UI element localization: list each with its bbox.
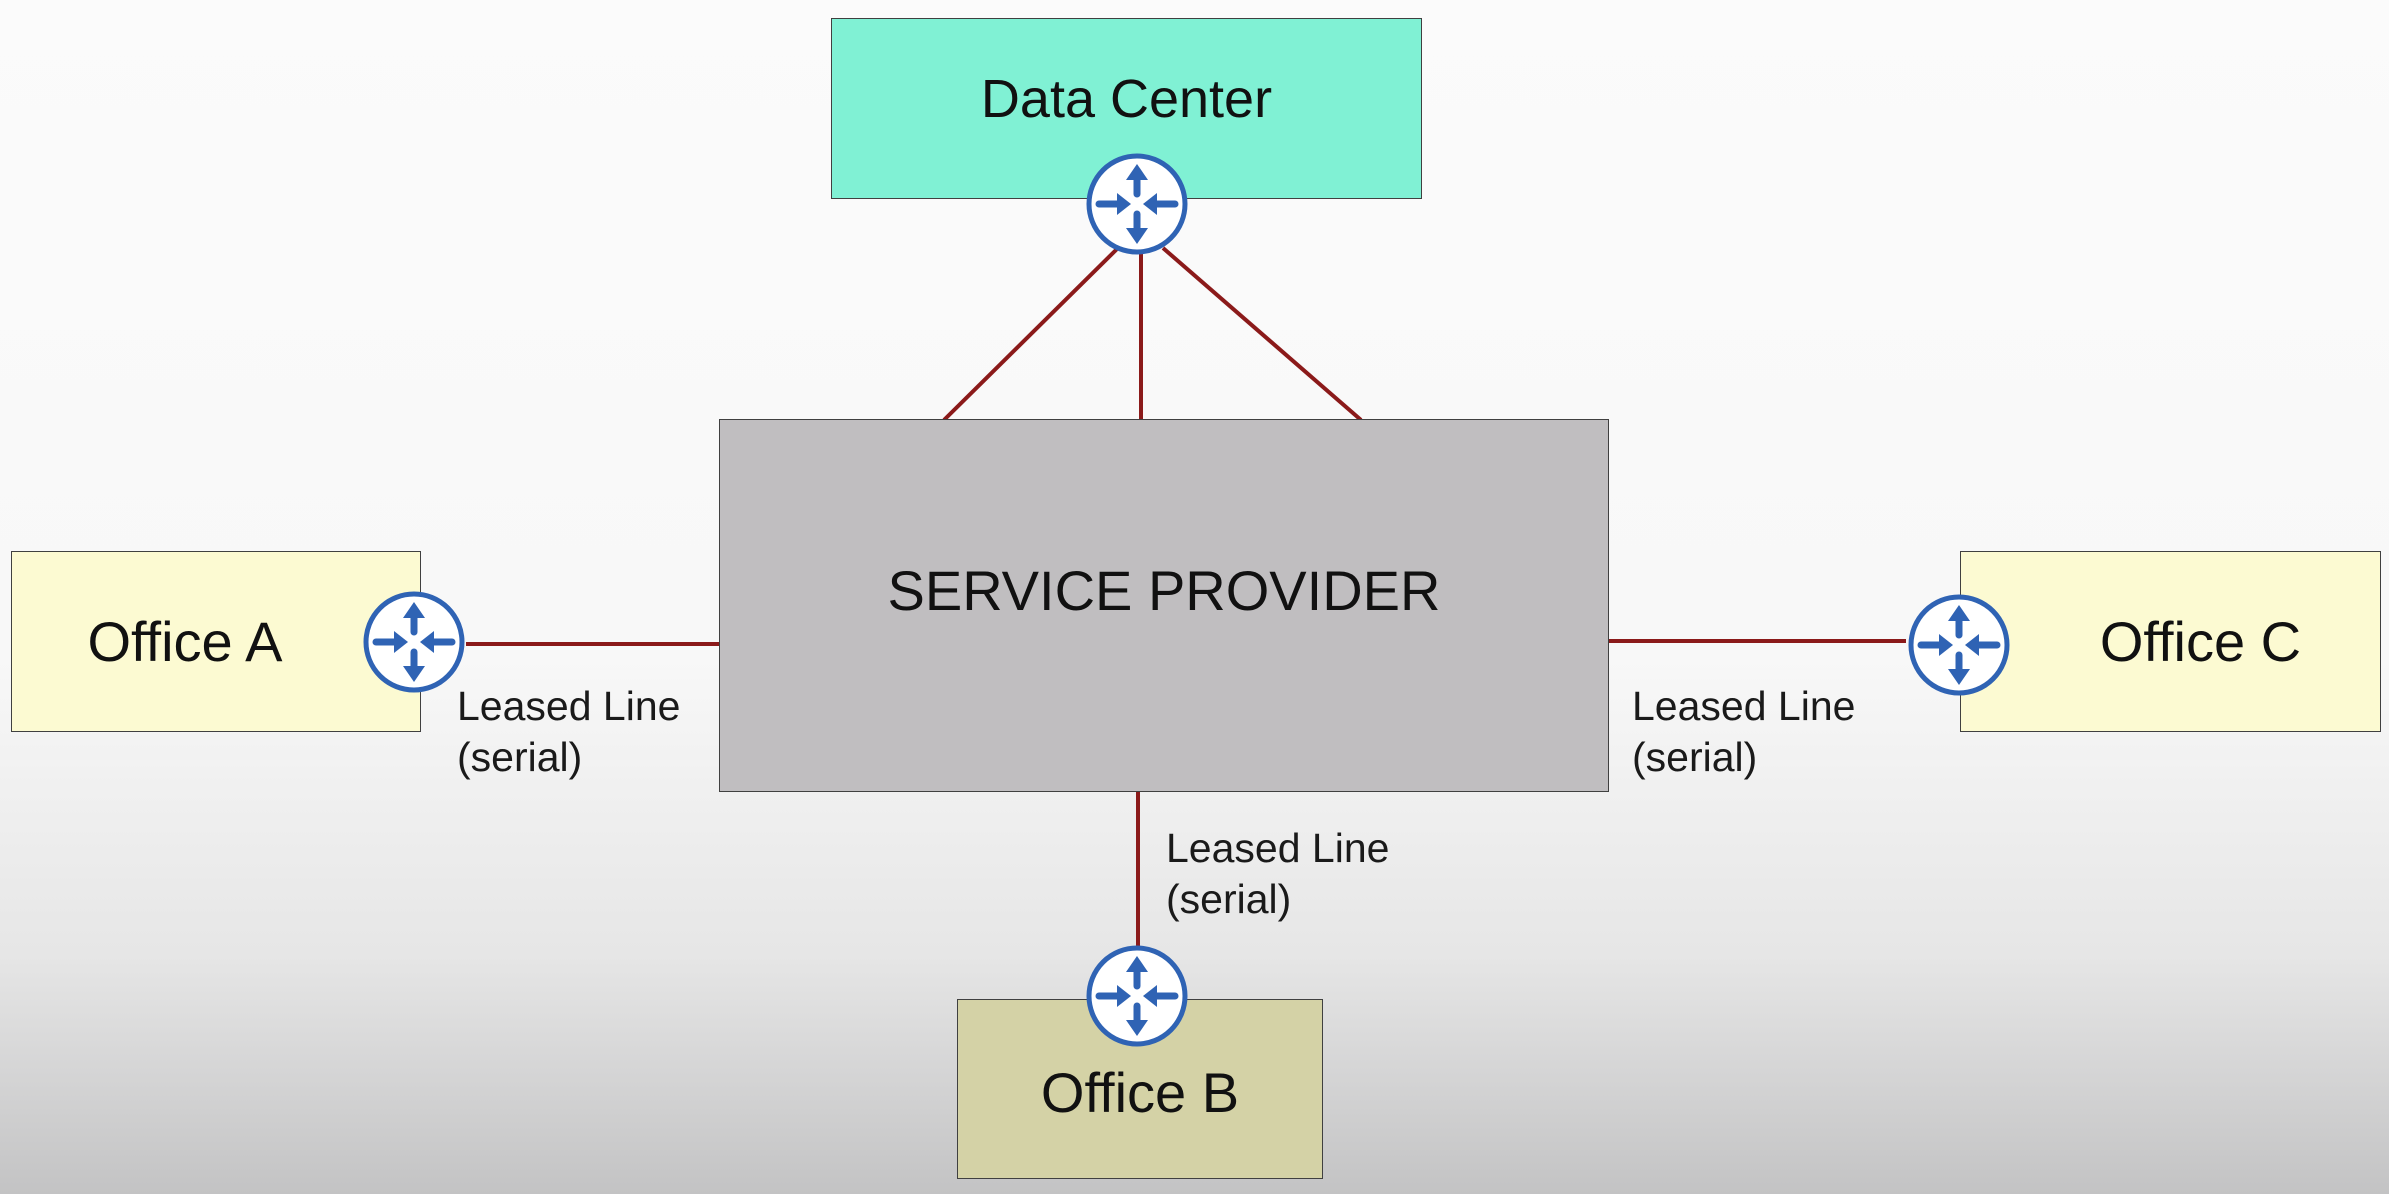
office-c-link-label: Leased Line (serial): [1632, 681, 1855, 783]
office-a-box: Office A: [11, 551, 421, 732]
office-b-link-type: Leased Line: [1166, 825, 1390, 871]
office-c-link-type: Leased Line: [1632, 683, 1856, 729]
office-c-link-medium: (serial): [1632, 734, 1758, 780]
office-a-label: Office A: [87, 610, 283, 673]
office-a-link-label: Leased Line (serial): [457, 681, 680, 783]
link-dc-sp-left: [942, 246, 1120, 422]
office-c-box: Office C: [1960, 551, 2381, 732]
service-provider-box: SERVICE PROVIDER: [719, 419, 1609, 792]
service-provider-label: SERVICE PROVIDER: [887, 559, 1441, 622]
office-b-link-label: Leased Line (serial): [1166, 823, 1389, 925]
data-center-router-icon: [1089, 156, 1185, 252]
link-dc-sp-right: [1161, 246, 1363, 422]
office-b-label: Office B: [1040, 1060, 1240, 1124]
office-a-router-icon: [366, 594, 462, 690]
office-a-link-medium: (serial): [457, 734, 583, 780]
data-center-label: Data Center: [980, 68, 1273, 129]
office-a-link-type: Leased Line: [457, 683, 681, 729]
office-c-router-icon: [1911, 597, 2007, 693]
office-c-label: Office C: [2099, 610, 2302, 673]
office-b-link-medium: (serial): [1166, 876, 1292, 922]
office-b-router-icon: [1089, 948, 1185, 1044]
